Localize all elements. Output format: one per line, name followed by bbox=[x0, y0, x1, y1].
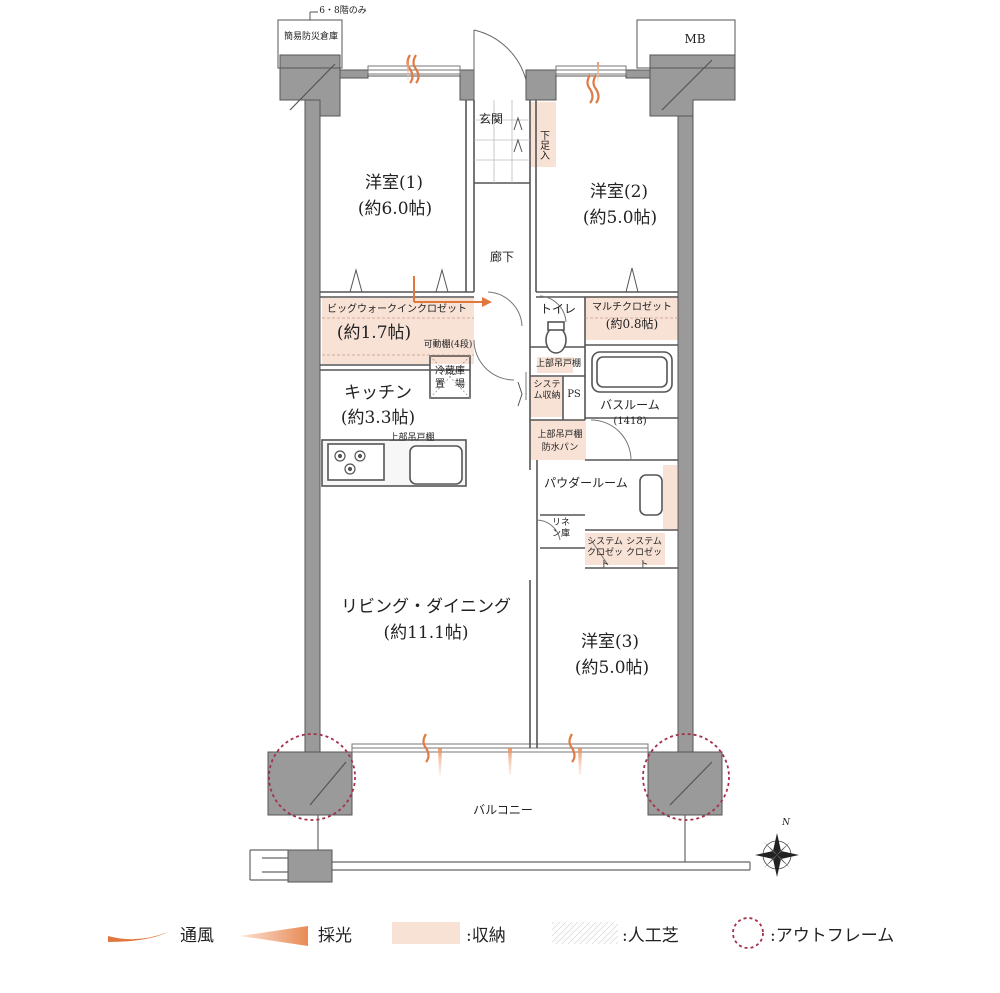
legend-turf-text: :人工芝 bbox=[622, 925, 679, 946]
system-storage bbox=[530, 377, 562, 417]
legend-ventilation-text: 通風 bbox=[180, 925, 214, 946]
storage-system-closet-2: システムクロゼット bbox=[625, 537, 662, 570]
interior-walls bbox=[320, 100, 678, 748]
room-western1-size: (約6.0帖) bbox=[357, 199, 433, 219]
storage-multi-closet-size: (約0.8帖) bbox=[605, 317, 659, 331]
room-toilet: トイレ bbox=[539, 302, 576, 316]
powder-strip-storage bbox=[663, 465, 677, 529]
legend-storage-text: :収納 bbox=[466, 925, 506, 946]
fridge-cross bbox=[429, 355, 471, 399]
legend-daylight-swatch bbox=[240, 926, 308, 946]
storage-system-closet-1: システムクロゼット bbox=[586, 537, 623, 570]
compass-rose bbox=[755, 833, 799, 877]
room-living-size: (約11.1帖) bbox=[383, 623, 469, 643]
storage-linen: リネン庫 bbox=[551, 518, 570, 540]
room-corridor: 廊下 bbox=[489, 250, 514, 264]
room-western2-size: (約5.0帖) bbox=[582, 208, 658, 228]
room-kitchen-name: キッチン bbox=[344, 383, 412, 403]
column-diagonals bbox=[289, 59, 713, 806]
legend-storage-swatch bbox=[392, 922, 460, 944]
entrance-door bbox=[473, 29, 527, 100]
legend-turf-swatch bbox=[552, 922, 618, 944]
outframe-circles bbox=[268, 733, 730, 821]
legend-daylight-text: 採光 bbox=[318, 925, 352, 946]
legend-ventilation: 通風 bbox=[180, 918, 214, 948]
system-closet-storage bbox=[585, 533, 665, 565]
legend-graphics bbox=[108, 917, 764, 949]
room-powder: パウダールーム bbox=[544, 476, 628, 490]
storage-movable-shelf: 可動棚(4段) bbox=[423, 340, 473, 350]
storage-waterproof-pan: 防水パン bbox=[541, 443, 579, 453]
storage-fridge-1: 冷蔵庫 bbox=[435, 366, 465, 377]
structural-walls bbox=[267, 54, 736, 883]
upper-wash-storage bbox=[530, 420, 586, 460]
windows bbox=[351, 65, 649, 753]
genkan-tiles bbox=[474, 100, 530, 183]
room-western3-name: 洋室(3) bbox=[580, 632, 640, 652]
compass-north-label: N bbox=[782, 818, 790, 828]
room-balcony: バルコニー bbox=[473, 803, 533, 817]
storage-upper-kitchen: 上部吊戸棚 bbox=[389, 433, 435, 443]
closet-doors bbox=[349, 116, 639, 407]
storage-fridge-2: 置 場 bbox=[435, 379, 465, 390]
legend-storage: :収納 bbox=[466, 918, 506, 948]
storage-system: システム収納 bbox=[533, 380, 561, 402]
legend-outframe: :アウトフレーム bbox=[770, 918, 894, 948]
emergency-storage-label: 簡易防災倉庫 bbox=[283, 32, 338, 42]
room-bath-size: (1418) bbox=[613, 416, 647, 427]
storage-multi-closet: マルチクロゼット bbox=[592, 302, 672, 313]
balcony-outline bbox=[249, 815, 751, 881]
daylight-rays bbox=[407, 60, 599, 775]
room-entrance: 玄関 bbox=[478, 112, 503, 126]
room-western3-size: (約5.0帖) bbox=[574, 658, 650, 678]
room-western2-name: 洋室(2) bbox=[589, 182, 649, 202]
upper-cabinet-toilet-storage bbox=[537, 357, 573, 373]
storage-upper-toilet: 上部吊戸棚 bbox=[536, 359, 582, 369]
storage-upper-wash: 上部吊戸棚 bbox=[537, 430, 583, 440]
room-bathroom: バスルーム bbox=[600, 398, 660, 412]
legend-daylight: 採光 bbox=[318, 918, 352, 948]
ventilation-arrows bbox=[413, 276, 492, 307]
mb-label: MB bbox=[684, 32, 706, 46]
legend-ventilation-swatch bbox=[108, 932, 168, 942]
shoe-box-storage bbox=[530, 102, 556, 167]
room-living-name: リビング・ダイニング bbox=[341, 597, 511, 617]
legend-artificial-turf: :人工芝 bbox=[622, 918, 679, 948]
room-western1-name: 洋室(1) bbox=[364, 173, 424, 193]
room-kitchen-size: (約3.3帖) bbox=[340, 408, 416, 428]
door-swings bbox=[473, 291, 632, 566]
storage-ps: PS bbox=[567, 389, 581, 400]
ventilation-waves bbox=[406, 54, 600, 763]
legend-outframe-text: :アウトフレーム bbox=[770, 925, 895, 946]
storage-big-wic-size: (約1.7帖) bbox=[336, 323, 412, 343]
wic-shelves bbox=[322, 317, 678, 356]
big-wic-storage bbox=[322, 298, 474, 364]
stove-burners bbox=[334, 450, 366, 475]
external-boxes bbox=[277, 11, 736, 69]
legend-outframe-swatch bbox=[732, 917, 764, 949]
storage-big-wic: ビッグウォークインクロゼット bbox=[327, 304, 467, 315]
floor-note: 6・8階のみ bbox=[319, 6, 367, 16]
storage-shoe-box: 下足入 bbox=[537, 130, 549, 160]
